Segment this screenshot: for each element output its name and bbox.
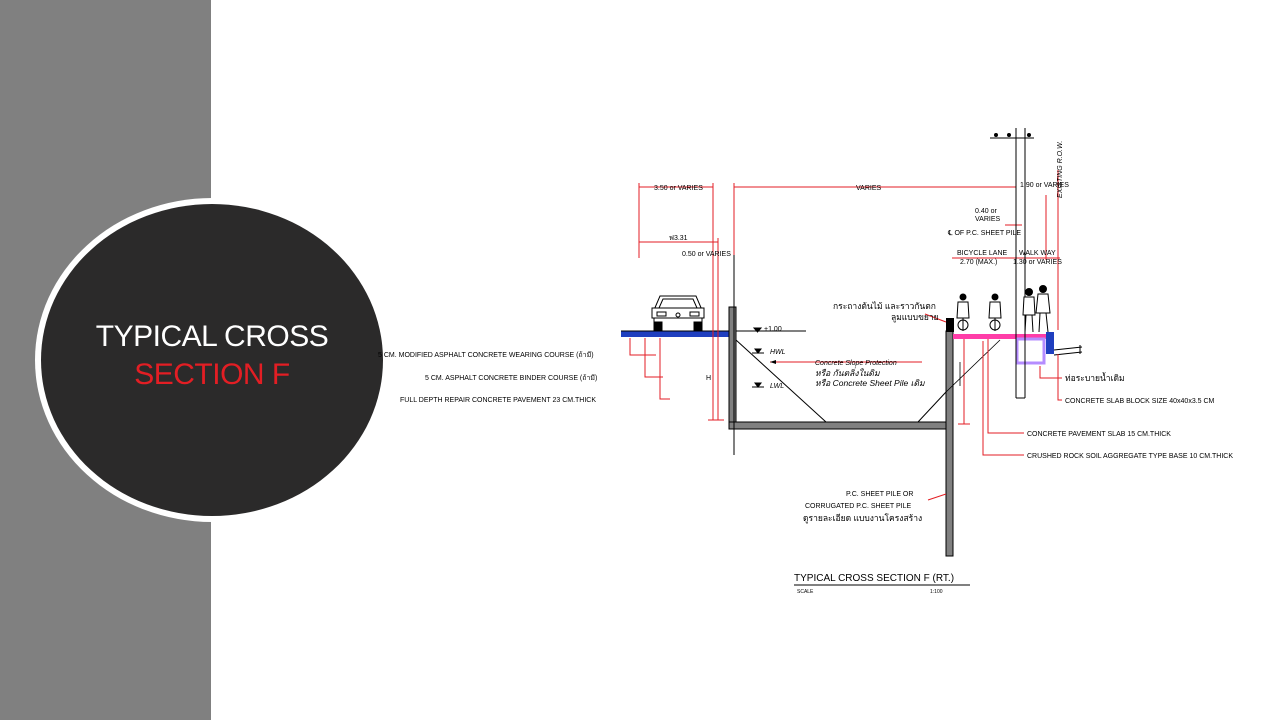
right-sheet-pile (945, 330, 954, 557)
slide-title-line1: TYPICAL CROSS (95, 320, 329, 353)
label-hwl: HWL (770, 349, 786, 356)
left-sheet-pile (728, 306, 737, 430)
label-walk-way: WALK WAY (1019, 250, 1056, 257)
dim-fz: ฟ3.31 (669, 235, 688, 242)
label-bicycle-lane: BICYCLE LANE (957, 250, 1008, 257)
label-binder-course: 5 CM. ASPHALT CONCRETE BINDER COURSE (ถ้… (425, 374, 597, 382)
utility-pole-icon (990, 128, 1034, 399)
label-slope-l3: หรือ Concrete Sheet Pile เดิม (815, 378, 925, 388)
dim-offset-small: 0.50 or VARIES (682, 251, 731, 258)
dim-row-width: 1.90 or VARIES (1020, 182, 1069, 189)
label-railing-l2: ลูมแบบขยาย (891, 312, 939, 323)
label-slope-l2: หรือ กันตลิ่งในดิม (815, 367, 880, 378)
label-sheet-pile-l2: CORRUGATED P.C. SHEET PILE (805, 503, 912, 510)
right-walkway (946, 128, 1083, 399)
drain-pipe (1015, 337, 1046, 365)
label-existing-row: EXISTING R.O.W. (1057, 141, 1064, 198)
dim-left-width: 3.50 or VARIES (654, 185, 703, 192)
railing-post (946, 318, 954, 332)
dim-road-width: VARIES (856, 185, 881, 192)
label-sheet-pile-l1: P.C. SHEET PILE OR (846, 491, 913, 498)
slide-title: TYPICAL CROSS SECTION F (35, 318, 389, 394)
canal-bottom (728, 421, 952, 430)
cyclist-icon (956, 293, 970, 331)
pavement-slab (953, 334, 1049, 339)
cyclist-icon (988, 293, 1002, 331)
slide-title-line2: SECTION F (134, 358, 290, 391)
drawing-section-title: TYPICAL CROSS SECTION F (RT.) (794, 573, 954, 584)
dim-offset-right-l1: 0.40 or (975, 208, 997, 215)
dim-offset-right-l2: VARIES (975, 216, 1000, 223)
canal-structure (728, 255, 1001, 557)
dim-bicycle-lane-width: 2.70 (MAX.) (960, 259, 997, 266)
label-sheet-pile-l3: ดูรายละเอียด แบบงานโครงสร้าง (803, 513, 922, 524)
drawing-scale-value: 1:100 (930, 589, 943, 595)
label-wearing-course: 5 CM. MODIFIED ASPHALT CONCRETE WEARING … (378, 351, 594, 359)
label-slope-l1: Concrete Slope Protection (815, 360, 897, 367)
label-slab-block: CONCRETE SLAB BLOCK SIZE 40x40x3.5 CM (1065, 398, 1215, 405)
title-disc-inner (41, 204, 383, 516)
title-disc (35, 198, 389, 522)
asphalt-pavement (621, 331, 731, 337)
dim-h-mark: H (706, 375, 711, 382)
left-leaders (629, 338, 670, 400)
pedestrian-icon (1022, 288, 1036, 333)
label-drain-pipe: ท่อระบายน้ำเดิม (1065, 372, 1125, 383)
right-leaders (770, 313, 1062, 501)
pedestrian-icon (1035, 285, 1051, 333)
label-sheet-pile-cl: ℄ OF P.C. SHEET PILE (947, 230, 1021, 237)
dim-walk-way-width: 1.30 or VARIES (1013, 259, 1062, 266)
curb (1046, 332, 1054, 354)
label-railing-l1: กระถางต้นไม้ และราวกันตก (833, 301, 936, 311)
label-concrete-pavement: FULL DEPTH REPAIR CONCRETE PAVEMENT 23 C… (400, 397, 596, 404)
car-icon (651, 295, 705, 332)
label-lwl: LWL (770, 383, 784, 390)
drawing-scale-label: SCALE (797, 589, 814, 595)
left-road (621, 295, 731, 337)
label-pavement-slab: CONCRETE PAVEMENT SLAB 15 CM.THICK (1027, 431, 1171, 438)
dim-water-level-top: +1.00 (764, 326, 782, 333)
label-crushed-rock: CRUSHED ROCK SOIL AGGREGATE TYPE BASE 10… (1027, 453, 1233, 460)
